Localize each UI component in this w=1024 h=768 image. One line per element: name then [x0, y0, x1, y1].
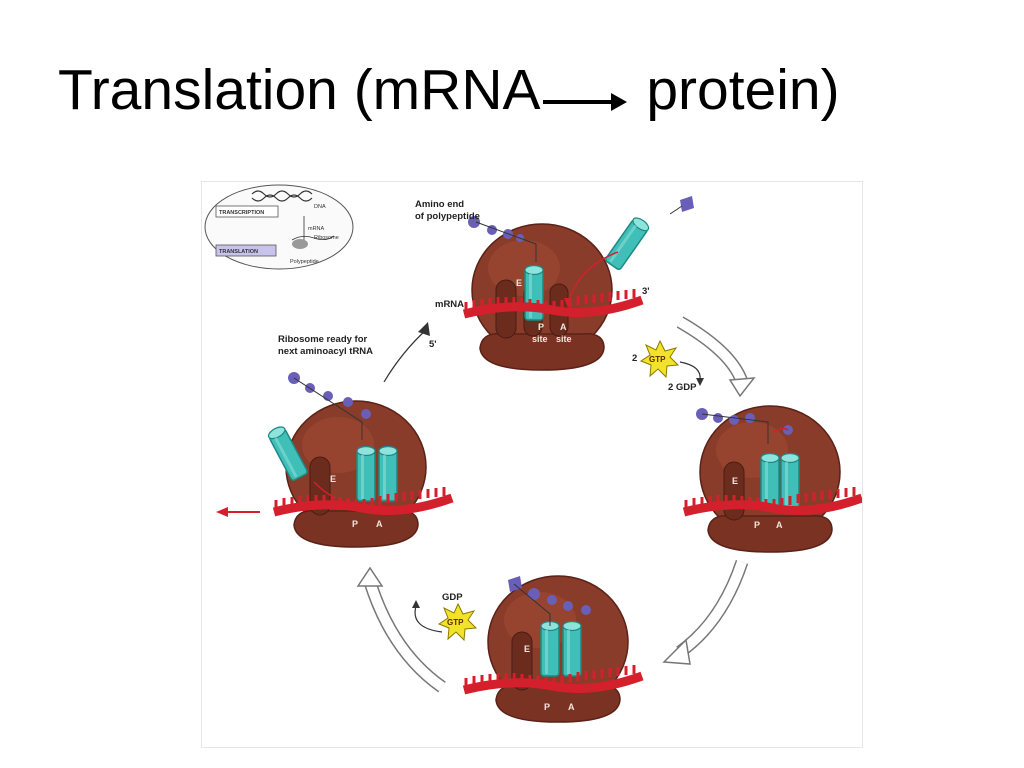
ribosome-ready-label-2: next aminoacyl tRNA: [278, 346, 373, 357]
bottom-e-site-label: E: [524, 644, 530, 654]
ribosome-right: E P A: [684, 405, 862, 553]
overview-inset: TRANSCRIPTION TRANSLATION DNA mRNA Ribos…: [204, 184, 354, 270]
title-prefix: Translation (mRNA: [58, 58, 541, 122]
ribosome-left: E P A Ribosome ready for next aminoacyl …: [216, 334, 452, 548]
inset-dna-label: DNA: [314, 204, 326, 210]
gdp-label: GDP: [442, 592, 463, 603]
inset-ribosome-label: Ribosome: [314, 235, 339, 241]
translation-cycle-svg: TRANSCRIPTION TRANSLATION DNA mRNA Ribos…: [204, 184, 862, 723]
of-polypeptide-label: of polypeptide: [415, 211, 480, 222]
top-e-site-label: E: [516, 278, 522, 288]
inset-mrna-label: mRNA: [308, 226, 325, 232]
two-gdp-label: 2 GDP: [668, 382, 697, 393]
right-arrow-icon: [542, 79, 627, 111]
ribosome-bottom: E P A: [464, 575, 642, 723]
slide-title: Translation (mRNA protein): [58, 62, 840, 119]
bottom-p-label: P: [544, 702, 550, 712]
dna-helix-icon: [251, 190, 313, 198]
ribosome-top: Amino end of polypeptide mRNA 3' 5' E P …: [415, 196, 694, 371]
three-prime-label: 3': [642, 286, 650, 297]
two-label: 2: [632, 353, 637, 364]
mrna-exit-arrow-icon: [216, 507, 228, 517]
translation-cycle-figure: TRANSCRIPTION TRANSLATION DNA mRNA Ribos…: [201, 181, 863, 748]
trna-entry-arrow-icon: [564, 298, 572, 308]
amino-end-label: Amino end: [415, 199, 464, 210]
right-a-label: A: [776, 520, 783, 530]
inset-translation-label: TRANSLATION: [219, 249, 258, 255]
left-p-label: P: [352, 519, 358, 529]
ribosome-ready-label-1: Ribosome ready for: [278, 334, 368, 345]
gtp-burst-left: GDP GTP: [412, 592, 477, 641]
left-e-site-label: E: [330, 474, 336, 484]
inset-polypeptide-label: Polypeptide: [290, 259, 319, 265]
left-a-label: A: [376, 519, 383, 529]
gtp-right-label: GTP: [649, 355, 666, 364]
right-e-site-label: E: [732, 476, 738, 486]
cycle-arrows: [356, 316, 756, 693]
gtp-left-label: GTP: [447, 618, 464, 627]
bottom-a-label: A: [568, 702, 575, 712]
right-p-label: P: [754, 520, 760, 530]
cycle-arrow-2-icon: [662, 638, 691, 665]
top-a-label: A: [560, 322, 567, 332]
top-p-site-label: site: [532, 334, 548, 344]
gtp-burst-right: 2 GTP 2 GDP: [632, 340, 704, 393]
top-p-label: P: [538, 322, 544, 332]
five-prime-label: 5': [429, 339, 437, 350]
top-a-site-label: site: [556, 334, 572, 344]
cycle-arrow-1-icon: [728, 377, 756, 398]
cycle-arrow-4-icon: [418, 322, 430, 336]
cycle-arrow-3-icon: [356, 566, 384, 587]
inset-transcription-label: TRANSCRIPTION: [219, 210, 264, 216]
mrna-label: mRNA: [435, 299, 464, 310]
title-suffix: protein): [630, 58, 840, 122]
